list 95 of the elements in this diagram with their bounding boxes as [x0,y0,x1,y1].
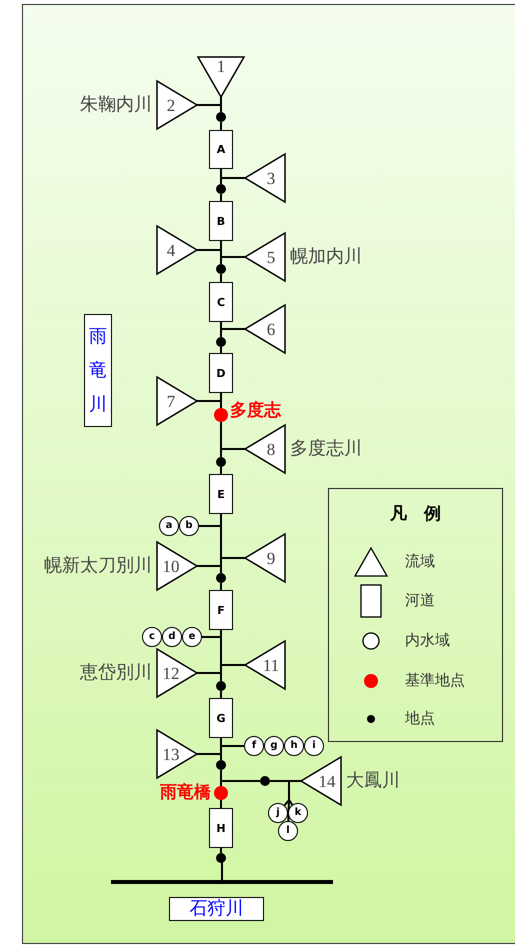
river-name-box [169,897,264,921]
basin-number: 14 [318,772,336,790]
inland-area-label: g [270,741,278,751]
river-line [197,672,222,681]
inland-area-label: b [185,521,193,531]
basin-number: 10 [162,558,180,574]
legend-label: 基準地点 [405,673,465,688]
basin-number: 6 [266,320,276,338]
river-line [197,565,222,573]
inland-area-label: c [149,632,155,642]
channel-box [209,130,233,169]
basin-number: 8 [266,440,276,458]
channel-label: F [217,604,225,616]
inland-area-label: h [290,741,298,751]
river-line [220,328,245,337]
river-line [220,862,223,880]
river-line [220,177,245,184]
inland-area-label: j [276,808,280,818]
inland-area-label: i [312,741,316,751]
river-name: 石狩川 [190,900,244,918]
legend-title: 凡 例 [390,506,441,523]
basin-number: 9 [266,550,276,566]
river-name: 恵岱別川 [80,664,152,682]
reference-point-name: 多度志 [230,402,281,420]
river-name-box [84,314,112,427]
basin-triangle [245,154,285,202]
inland-area-label: a [166,521,172,531]
river-name: 幌新太刀別川 [44,557,152,575]
basin-number: 3 [266,170,276,186]
river-name: 多度志川 [290,440,362,458]
basin-triangle [198,57,244,97]
river-line [220,256,245,264]
legend-label: 流域 [405,554,435,569]
basin-number: 11 [262,656,280,674]
river-name: 朱鞠内川 [80,96,152,114]
basin-triangle [157,730,197,778]
channel-box [209,474,233,514]
river-line [270,780,290,822]
basin-number: 4 [166,242,176,258]
basin-number: 5 [266,248,276,266]
river-line [220,800,222,808]
basin-triangle [245,305,285,353]
river-line [220,467,222,474]
river-line [220,347,222,353]
inland-area-label: d [168,632,176,642]
basin-number: 12 [162,664,180,682]
legend-label: 内水域 [405,633,450,648]
channel-label: B [216,216,226,226]
river-line [197,104,222,112]
channel-label: C [216,296,226,308]
basin-triangle [245,641,285,689]
channel-label: E [217,488,225,500]
inland-area-label: k [294,808,302,818]
basin-triangle [157,377,197,425]
channel-box [209,590,233,630]
basin-number: 1 [216,58,226,75]
basin-triangle [245,534,285,582]
river-name: 幌加内川 [290,248,362,266]
inland-area-label: l [286,826,290,836]
basin-triangle [301,757,341,805]
river-line [220,122,222,130]
basin-number: 7 [166,392,176,410]
channel-label: G [216,712,226,724]
channel-box [209,353,233,393]
river-line [220,848,222,853]
basin-triangle [157,542,197,590]
river-line [197,400,222,408]
inland-area-label: f [252,741,256,751]
basin-triangle [245,233,285,281]
river-line [197,753,222,760]
legend-label: 地点 [405,711,435,726]
channel-label: H [216,822,226,834]
river-line [220,691,222,698]
basin-triangle [157,649,197,697]
channel-box [209,282,233,322]
basin-number: 13 [162,746,180,762]
channel-box [209,698,233,738]
basin-triangle [245,425,285,473]
inland-area-label: e [188,632,196,642]
reference-point-name: 雨竜橋 [160,784,211,802]
river-name: 雨竜川 [89,324,107,416]
river-line [220,194,222,201]
channel-box [209,808,233,848]
legend-label: 河道 [405,593,435,608]
basin-triangle [157,226,197,274]
main-river-bar [111,880,333,884]
basin-number: 2 [166,96,176,114]
basin-triangle [157,81,197,129]
river-name: 大鳳川 [346,772,400,790]
channel-label: A [216,144,226,155]
channel-box [209,201,233,241]
river-line [220,583,222,590]
river-line [220,448,245,457]
river-line [220,274,222,282]
channel-label: D [216,368,226,378]
